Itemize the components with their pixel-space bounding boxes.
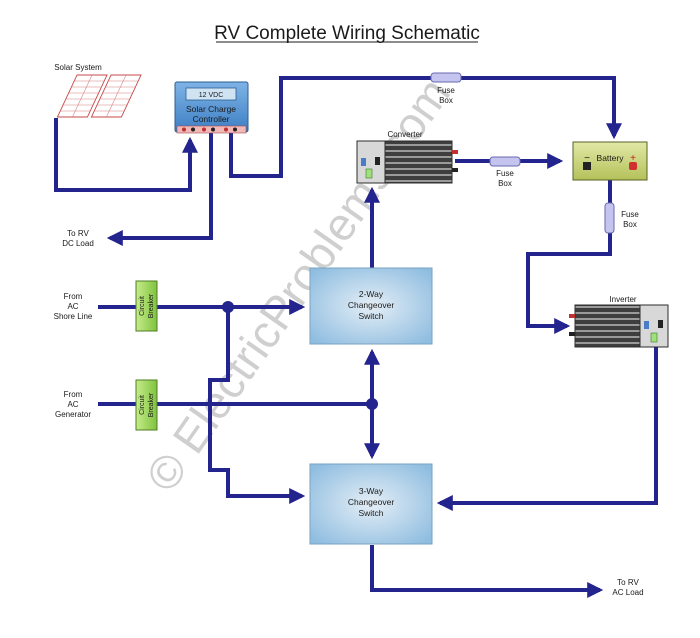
circuit-breaker-generator: Circuit Breaker [135, 379, 158, 431]
fuse-right-label-2: Box [623, 220, 637, 229]
fuse-mid-icon [489, 156, 521, 167]
solar-system-label: Solar System [54, 63, 102, 72]
shore-label-3: Shore Line [54, 312, 93, 321]
inverter-label: Inverter [609, 295, 636, 304]
battery-neg-icon: − [584, 153, 590, 164]
breaker-gen-label-2: Breaker [148, 392, 155, 417]
solar-charge-controller: 12 VDC Solar Charge Controller [174, 81, 249, 134]
circuit-breaker-shore: Circuit Breaker [135, 280, 158, 332]
inverter-device [569, 304, 669, 348]
breaker-shore-label-2: Breaker [148, 293, 155, 318]
ac-load-label-1: To RV [617, 578, 639, 587]
battery-label: Battery [597, 153, 625, 163]
battery-pos-icon: + [630, 153, 636, 164]
dc-load-label-2: DC Load [62, 239, 94, 248]
junction-generator [366, 398, 378, 410]
converter-label: Converter [387, 130, 422, 139]
wire-inverter-to-switch3 [436, 346, 658, 511]
wire-controller-to-dc-load [106, 133, 213, 246]
fuse-top-label-1: Fuse [437, 86, 455, 95]
fuse-right-label-1: Fuse [621, 210, 639, 219]
controller-label-1: Solar Charge [186, 104, 236, 114]
wire-battery-to-inverter [526, 180, 612, 334]
fuse-top-label-2: Box [439, 96, 453, 105]
breaker-gen-label-1: Circuit [139, 395, 146, 415]
breaker-shore-label-1: Circuit [139, 296, 146, 316]
fuse-mid-label-2: Box [498, 179, 512, 188]
switch3-label-1: 3-Way [359, 486, 384, 496]
wire-controller-to-battery [229, 76, 622, 178]
generator-label-3: Generator [55, 410, 91, 419]
generator-label-1: From [64, 390, 83, 399]
wire-switch3-to-ac-load [370, 545, 604, 598]
diagram-title: RV Complete Wiring Schematic [214, 23, 480, 44]
switch2-label-1: 2-Way [359, 289, 384, 299]
fuse-top-icon [430, 72, 462, 83]
two-way-changeover-switch: 2-Way Changeover Switch [309, 267, 433, 345]
controller-display: 12 VDC [199, 92, 224, 99]
controller-label-2: Controller [193, 114, 230, 124]
switch2-label-2: Changeover [348, 300, 394, 310]
solar-panels [56, 74, 142, 118]
ac-load-label-2: AC Load [612, 588, 643, 597]
fuse-mid-label-1: Fuse [496, 169, 514, 178]
battery [572, 141, 648, 181]
wire-shore-branch-to-switch3 [208, 307, 306, 504]
switch2-label-3: Switch [358, 311, 383, 321]
fuse-right-icon [604, 202, 615, 234]
switch3-label-3: Switch [358, 508, 383, 518]
switch3-label-2: Changeover [348, 497, 394, 507]
converter-device [356, 140, 458, 184]
three-way-changeover-switch: 3-Way Changeover Switch [309, 463, 433, 545]
junction-shore [222, 301, 234, 313]
shore-label-2: AC [67, 302, 78, 311]
shore-label-1: From [64, 292, 83, 301]
generator-label-2: AC [67, 400, 78, 409]
wire-solar-to-controller [54, 118, 198, 192]
dc-load-label-1: To RV [67, 229, 89, 238]
